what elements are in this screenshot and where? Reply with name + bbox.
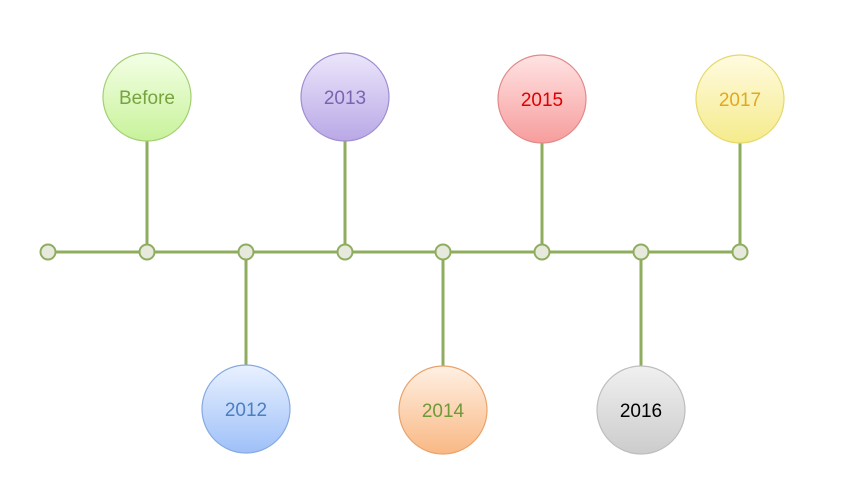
axis-node: [533, 243, 551, 261]
milestone-2014: 2014: [398, 365, 488, 455]
milestone-2017: 2017: [695, 54, 785, 144]
axis-node: [237, 243, 255, 261]
milestone-2012: 2012: [201, 364, 291, 454]
milestone-bubble: [398, 365, 488, 455]
milestone-bubbles: Before 2012 2013 2014 2015 2016 2017: [102, 52, 785, 455]
milestone-2013: 2013: [300, 52, 390, 142]
milestone-bubble: [596, 365, 686, 455]
axis-node: [336, 243, 354, 261]
axis-node: [731, 243, 749, 261]
milestone-bubble: [695, 54, 785, 144]
milestone-2015: 2015: [497, 54, 587, 144]
milestone-label: 2014: [422, 401, 465, 422]
milestone-label: 2013: [324, 88, 366, 109]
milestone-bubble: [300, 52, 390, 142]
axis-node: [632, 243, 650, 261]
axis-node: [434, 243, 452, 261]
milestone-before: Before: [102, 52, 192, 142]
milestone-label: 2016: [620, 401, 662, 422]
axis-node: [39, 243, 57, 261]
milestone-bubble: [497, 54, 587, 144]
milestone-2016: 2016: [596, 365, 686, 455]
axis-node: [138, 243, 156, 261]
axis-nodes: [39, 243, 749, 261]
milestone-label: 2015: [521, 90, 563, 111]
milestone-bubble: [102, 52, 192, 142]
milestone-bubble: [201, 364, 291, 454]
connectors: [145, 141, 742, 366]
milestone-label: 2012: [225, 400, 267, 421]
milestone-label: Before: [119, 88, 175, 109]
milestone-label: 2017: [719, 90, 761, 111]
